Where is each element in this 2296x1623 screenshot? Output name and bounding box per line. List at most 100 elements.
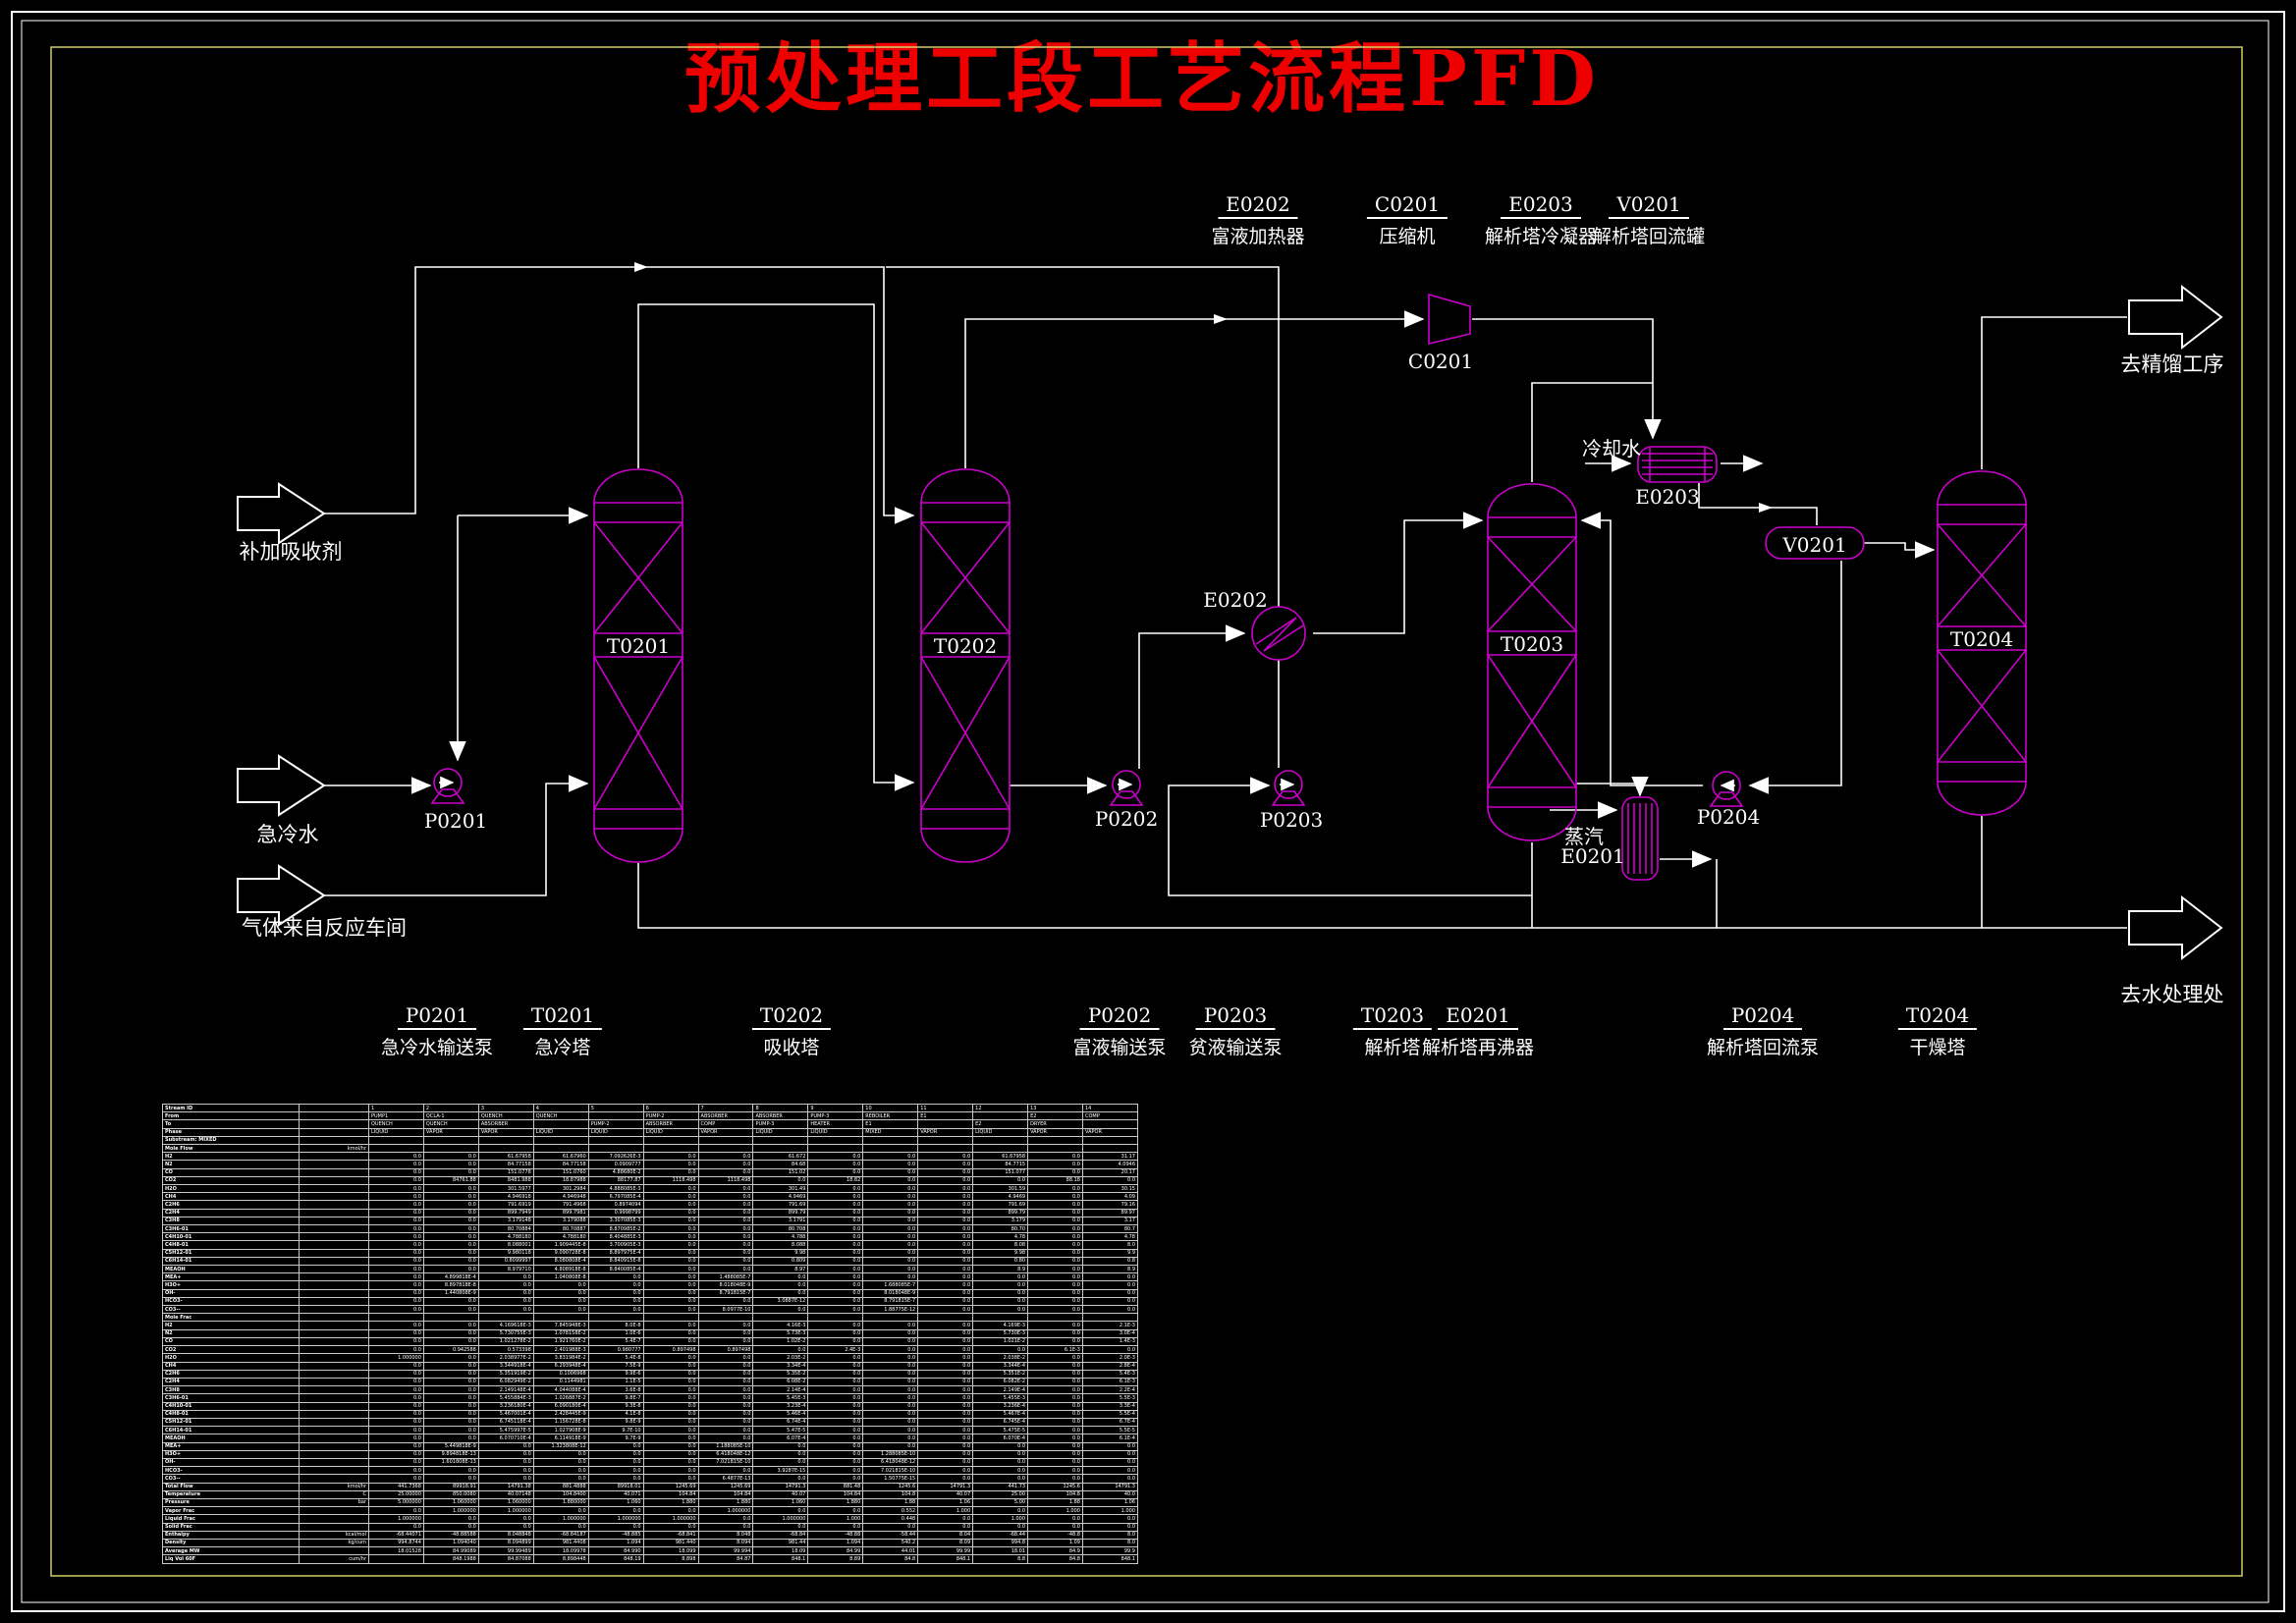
stream-table-cell: 0.8974094 xyxy=(587,1200,644,1210)
stream-table-cell: kmol/hr xyxy=(299,1144,369,1154)
stream-table-cell: 0.0 xyxy=(862,1167,919,1177)
stream-table-cell: 0.0 xyxy=(917,1369,974,1379)
stream-table-cell: 0.0 xyxy=(862,1385,919,1395)
stream-table-cell: 11 xyxy=(917,1103,974,1113)
compressor-C0201[interactable] xyxy=(1428,293,1471,346)
stream-table-cell: 0.0 xyxy=(368,1434,424,1443)
stream-table-cell: 3.1791 xyxy=(752,1216,809,1226)
stream-table-cell xyxy=(299,1514,369,1524)
stream-table-cell: 89.97 xyxy=(1081,1208,1139,1217)
inline-label-p0203: P0203 xyxy=(1259,808,1324,832)
stream-table-cell: LIQUID xyxy=(532,1127,589,1137)
stream-table-cell: cum/hr xyxy=(299,1554,369,1564)
stream-table-cell: 0.0 xyxy=(1081,1296,1139,1307)
stream-table-cell xyxy=(299,1265,369,1274)
stream-table-cell: kg/cum xyxy=(299,1538,369,1548)
stream-table-cell: 0.0 xyxy=(532,1305,589,1315)
stream-table-cell: 0.0 xyxy=(697,1401,754,1411)
stream-table-cell: 1.880000 xyxy=(532,1497,589,1508)
stream-table-cell xyxy=(532,1313,589,1323)
stream-table-cell: 2 xyxy=(422,1103,479,1113)
stream-table-cell xyxy=(299,1135,369,1146)
stream-table-cell: 0.0 xyxy=(642,1336,699,1347)
stream-table-cell: 20.17 xyxy=(1081,1167,1139,1177)
column-T0201[interactable] xyxy=(593,468,683,863)
stream-table-cell xyxy=(299,1474,369,1484)
stream-table-cell: 151.077 xyxy=(972,1167,1029,1177)
column-T0203[interactable] xyxy=(1487,483,1577,841)
stream-table-cell: 4.9469 xyxy=(752,1192,809,1202)
stream-table-cell: 0.0 xyxy=(1081,1288,1139,1298)
stream-table-rowlabel: CH4 xyxy=(162,1192,300,1202)
stream-table-cell: 0.0 xyxy=(752,1522,809,1532)
stream-table-cell: 0.0 xyxy=(807,1272,864,1282)
stream-table-cell: LIQUID xyxy=(368,1127,424,1137)
stream-table-cell: 0.0 xyxy=(1027,1336,1083,1347)
stream-table-cell: 0.8099997 xyxy=(477,1256,534,1267)
stream-table-cell: 0.0 xyxy=(587,1522,644,1532)
pump-P0202[interactable] xyxy=(1109,770,1144,806)
equipment-code: E0203 xyxy=(1501,192,1581,219)
exchanger-E0203[interactable] xyxy=(1637,446,1718,483)
stream-table-cell xyxy=(1081,1135,1139,1146)
stream-table-cell: 899.79 xyxy=(752,1208,809,1217)
exchanger-E0201[interactable] xyxy=(1621,796,1659,881)
stream-table-cell xyxy=(299,1369,369,1379)
stream-table-cell: 0.897498 xyxy=(642,1345,699,1355)
stream-table-cell: 0.0 xyxy=(972,1280,1029,1290)
stream-table-cell: 1.000 xyxy=(972,1514,1029,1524)
pump-P0203[interactable] xyxy=(1271,770,1306,806)
stream-table-cell: 18.01528 xyxy=(368,1546,424,1556)
stream-table-cell: 0.0 xyxy=(422,1426,479,1435)
stream-table-cell: 0.0 xyxy=(368,1305,424,1315)
pump-P0204[interactable] xyxy=(1709,771,1744,807)
stream-table-cell: 0.0 xyxy=(697,1369,754,1379)
stream-table-rowlabel: C5H12-01 xyxy=(162,1417,300,1428)
stream-table-cell: LIQUID xyxy=(642,1127,699,1137)
stream-table-cell: 0.0 xyxy=(917,1321,974,1330)
stream-table-cell: 84.77158 xyxy=(477,1160,534,1169)
stream-table-cell: 0.0 xyxy=(1081,1474,1139,1484)
column-T0202[interactable] xyxy=(920,468,1011,863)
stream-table-rowlabel: Density xyxy=(162,1538,300,1548)
io-stream-label-0: 补加吸收剂 xyxy=(239,540,343,564)
stream-table-cell: 6.797085E-4 xyxy=(587,1192,644,1202)
stream-table-cell: 0.0 xyxy=(368,1336,424,1347)
stream-table-cell: 5.46E-4 xyxy=(752,1409,809,1419)
stream-table-cell: 8.898 xyxy=(642,1554,699,1564)
stream-table-rowlabel: Substream: MIXED xyxy=(162,1135,300,1146)
stream-table-cell xyxy=(299,1232,369,1242)
stream-table-cell: 1.060 xyxy=(587,1497,644,1508)
stream-table-cell: 8.791815E-7 xyxy=(862,1296,919,1307)
pump-P0201[interactable] xyxy=(430,768,465,804)
stream-table-cell: 0.0 xyxy=(368,1296,424,1307)
stream-table-cell: 441.7368 xyxy=(368,1482,424,1491)
stream-table-cell: 1.880 xyxy=(642,1497,699,1508)
exchanger-E0202[interactable] xyxy=(1251,606,1306,661)
column-T0204[interactable] xyxy=(1937,470,2027,816)
stream-table-rowlabel: N2 xyxy=(162,1160,300,1169)
stream-table-cell xyxy=(1027,1313,1083,1323)
stream-table-cell: 0.0 xyxy=(1081,1272,1139,1282)
stream-table-cell: 2.2E-4 xyxy=(1081,1385,1139,1395)
stream-table-cell: 0.0 xyxy=(422,1369,479,1379)
drum-V0201[interactable] xyxy=(1765,526,1865,560)
stream-table-cell: 0.0 xyxy=(917,1224,974,1234)
stream-table-cell: 0.0 xyxy=(532,1280,589,1290)
stream-table-cell: 0.0 xyxy=(1027,1417,1083,1428)
stream-table-cell: 0.0 xyxy=(697,1434,754,1443)
stream-table-cell: 9.090728E-8 xyxy=(532,1248,589,1258)
stream-table-cell: 0.0 xyxy=(862,1184,919,1194)
stream-table-cell: 0.0 xyxy=(532,1288,589,1298)
stream-table-cell: 25.00000 xyxy=(368,1489,424,1499)
stream-table-cell xyxy=(299,1385,369,1395)
stream-table-cell: 6.745118E-4 xyxy=(477,1417,534,1428)
stream-table-cell xyxy=(299,1296,369,1307)
